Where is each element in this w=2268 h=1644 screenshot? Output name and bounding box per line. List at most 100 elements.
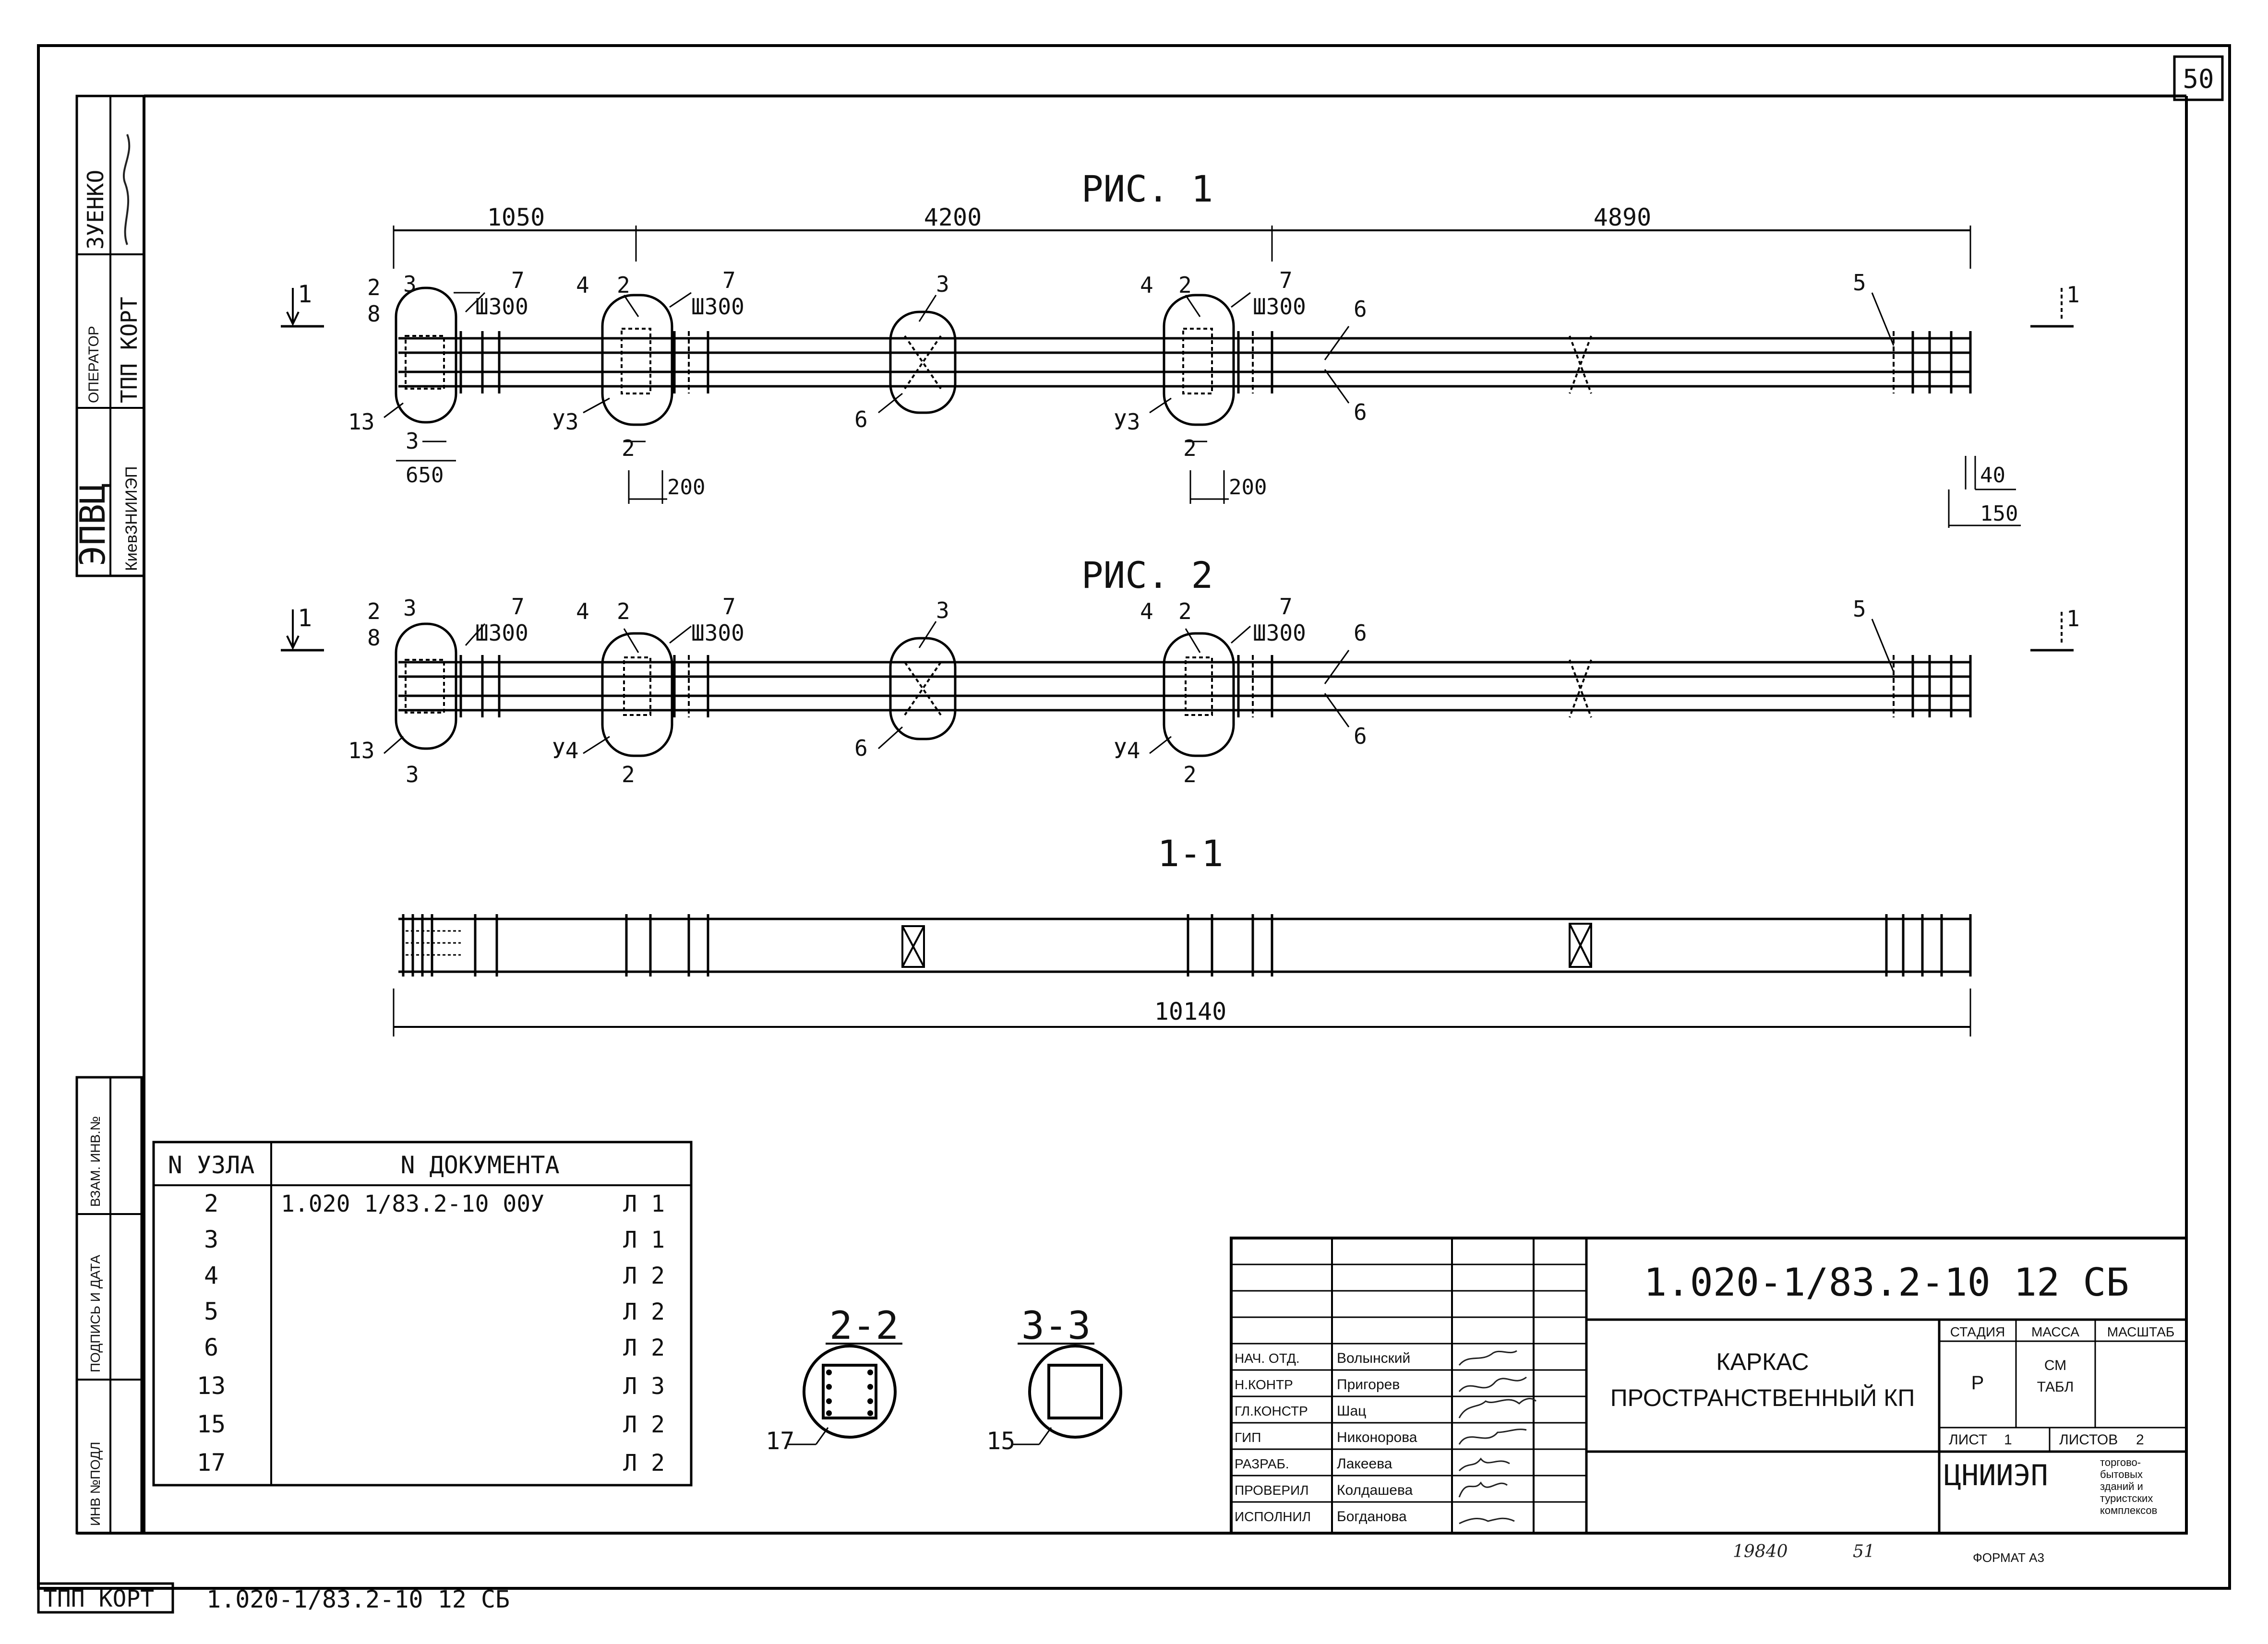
role-name: Колдашева: [1337, 1482, 1413, 1498]
table-row: 5 Л 2: [204, 1298, 665, 1325]
role-label: ИСПОЛНИЛ: [1235, 1509, 1311, 1524]
svg-text:3: 3: [204, 1226, 218, 1253]
org-sub-2: бытовых: [2100, 1468, 2143, 1480]
col-mass: МАССА: [2031, 1324, 2079, 1339]
section-3-3-callout: 15: [986, 1427, 1015, 1455]
footer-code: 1.020-1/83.2-10 12 СБ: [206, 1585, 510, 1613]
role-label: ГИП: [1235, 1430, 1261, 1445]
section-2-2-title: 2-2: [829, 1303, 899, 1348]
stamp-signature: [123, 134, 131, 245]
fig1-c-23: У3: [1114, 409, 1140, 435]
table-row: 2 Л 1: [204, 1190, 665, 1217]
side-label-vzam: ВЗАМ. ИНВ.№: [88, 1116, 103, 1207]
sheets-value: 2: [2136, 1432, 2144, 1448]
fig1-c-10: Ш300: [691, 294, 744, 320]
fig2-c-11: 3: [936, 597, 949, 623]
sheet-number-box: [2173, 55, 2224, 101]
fig1-dim-c: 4890: [1594, 203, 1651, 231]
fig1-c-8: 2: [617, 272, 630, 298]
sheet-number: 50: [2183, 64, 2214, 94]
left-stamp: ЭПВЦ КиевЗНИИЭП ОПЕРАТОР ТПП КОРТ ЗУЕНКО: [72, 95, 145, 577]
section-3-3: 3-3 15: [986, 1303, 1122, 1455]
svg-text:4: 4: [204, 1262, 218, 1289]
fig1-sub-150: 150: [1980, 501, 2018, 526]
fig2-c-15: Ш300: [1253, 620, 1306, 646]
role-label: ГЛ.КОНСТР: [1235, 1404, 1308, 1418]
table-header-doc: N ДОКУМЕНТА: [400, 1151, 559, 1179]
svg-text:5: 5: [204, 1298, 218, 1325]
role-label: ПРОВЕРИЛ: [1235, 1483, 1309, 1498]
fig1-c-22: 6: [854, 406, 868, 432]
fig1-c-1: 1: [298, 280, 312, 308]
svg-text:13: 13: [197, 1372, 226, 1400]
role-label: РАЗРАБ.: [1235, 1456, 1289, 1471]
fig2-c-5: 7: [511, 594, 525, 619]
fig2-c-22: 6: [854, 735, 868, 761]
section-1-1: 1-1: [393, 832, 1972, 1036]
stamp-org: ЭПВЦ: [72, 483, 113, 566]
svg-text:6: 6: [204, 1334, 218, 1361]
svg-text:Л 3: Л 3: [623, 1373, 665, 1400]
fig1-sub-40: 40: [1980, 463, 2005, 488]
footer-project-tag: ТПП КОРТ: [43, 1585, 154, 1612]
fig1-c-18: 13: [348, 409, 374, 435]
fig1-c-6: Ш300: [475, 294, 528, 320]
fig1-c-20: У3: [552, 409, 578, 435]
fig1-c-25: 6: [1354, 399, 1367, 425]
table-document: 1.020 1/83.2-10 00У: [281, 1191, 544, 1217]
fig2-c-26: 1: [2066, 606, 2080, 631]
role-name: Лакеева: [1337, 1456, 1392, 1472]
role-name: Пригорев: [1337, 1377, 1400, 1393]
svg-text:Л 1: Л 1: [623, 1227, 665, 1253]
title-code: 1.020-1/83.2-10 12 СБ: [1644, 1260, 2129, 1305]
svg-text:Л 2: Л 2: [623, 1411, 665, 1438]
fig2-c-20: У4: [552, 738, 578, 763]
footer-inv: 19840: [1733, 1542, 1788, 1561]
side-label-inv: ИНВ №ПОДЛ: [88, 1442, 103, 1526]
col-scale: МАСШТАБ: [2107, 1324, 2175, 1339]
fig1-c-4: 3: [403, 271, 417, 297]
fig1-c-24: 2: [1183, 435, 1197, 461]
fig1-c-15: Ш300: [1253, 294, 1306, 320]
table-header-node: N УЗЛА: [168, 1151, 255, 1179]
fig2-c-4: 3: [403, 595, 417, 621]
fig1-sub-200b: 200: [1229, 475, 1267, 500]
stage-value: Р: [1971, 1372, 1984, 1394]
stamp-operator-label: ОПЕРАТОР: [86, 326, 102, 403]
fig1-c-19: 3: [406, 428, 419, 454]
fig1-c-12: 4: [1140, 272, 1153, 298]
fig1-c-11: 3: [936, 271, 949, 297]
fig2-c-1: 1: [298, 604, 312, 632]
fig2-c-8: 2: [617, 598, 630, 624]
fig1-c-7: 4: [576, 272, 589, 298]
fig1-dim-b: 4200: [924, 203, 982, 231]
table-row: 4 Л 2: [204, 1262, 665, 1289]
fig2-c-10: Ш300: [691, 620, 744, 646]
footer: 19840 51 ФОРМАТ А3 ТПП КОРТ 1.020-1/83.2…: [37, 1542, 2044, 1614]
org-sub-5: комплексов: [2100, 1504, 2157, 1516]
fig1-c-5: 7: [511, 267, 525, 293]
org-sub-3: зданий и: [2100, 1480, 2143, 1492]
fig2-c-7: 4: [576, 598, 589, 624]
role-name: Шац: [1337, 1403, 1366, 1419]
footer-num: 51: [1853, 1542, 1875, 1561]
fig2-c-3: 8: [367, 625, 381, 651]
fig2-c-14: 7: [1279, 594, 1293, 619]
fig2-c-9: 7: [722, 594, 736, 619]
outer-frame: [37, 44, 2231, 1590]
title-name-1: КАРКАС: [1716, 1348, 1809, 1375]
roles-list: НАЧ. ОТД. Волынский Н.КОНТР Пригорев ГЛ.…: [1235, 1350, 1417, 1525]
table-row: 15 Л 2: [197, 1410, 665, 1438]
sheet-label: ЛИСТ: [1949, 1432, 1987, 1448]
stamp-operator-name: ЗУЕНКО: [83, 170, 108, 250]
fig2-c-21: 2: [622, 762, 635, 787]
table-row: 3 Л 1: [204, 1226, 665, 1253]
role-name: Волынский: [1337, 1350, 1410, 1366]
fig1-dim-a: 1050: [487, 203, 545, 231]
fig2-c-13: 2: [1178, 598, 1192, 624]
svg-text:17: 17: [197, 1449, 226, 1477]
org-name: ЦНИИЭП: [1944, 1459, 2048, 1492]
fig1-sub-200a: 200: [667, 475, 705, 500]
fig2-c-18: 13: [348, 738, 374, 763]
title-name-2: ПРОСТРАНСТВЕННЫЙ КП: [1610, 1384, 1915, 1411]
